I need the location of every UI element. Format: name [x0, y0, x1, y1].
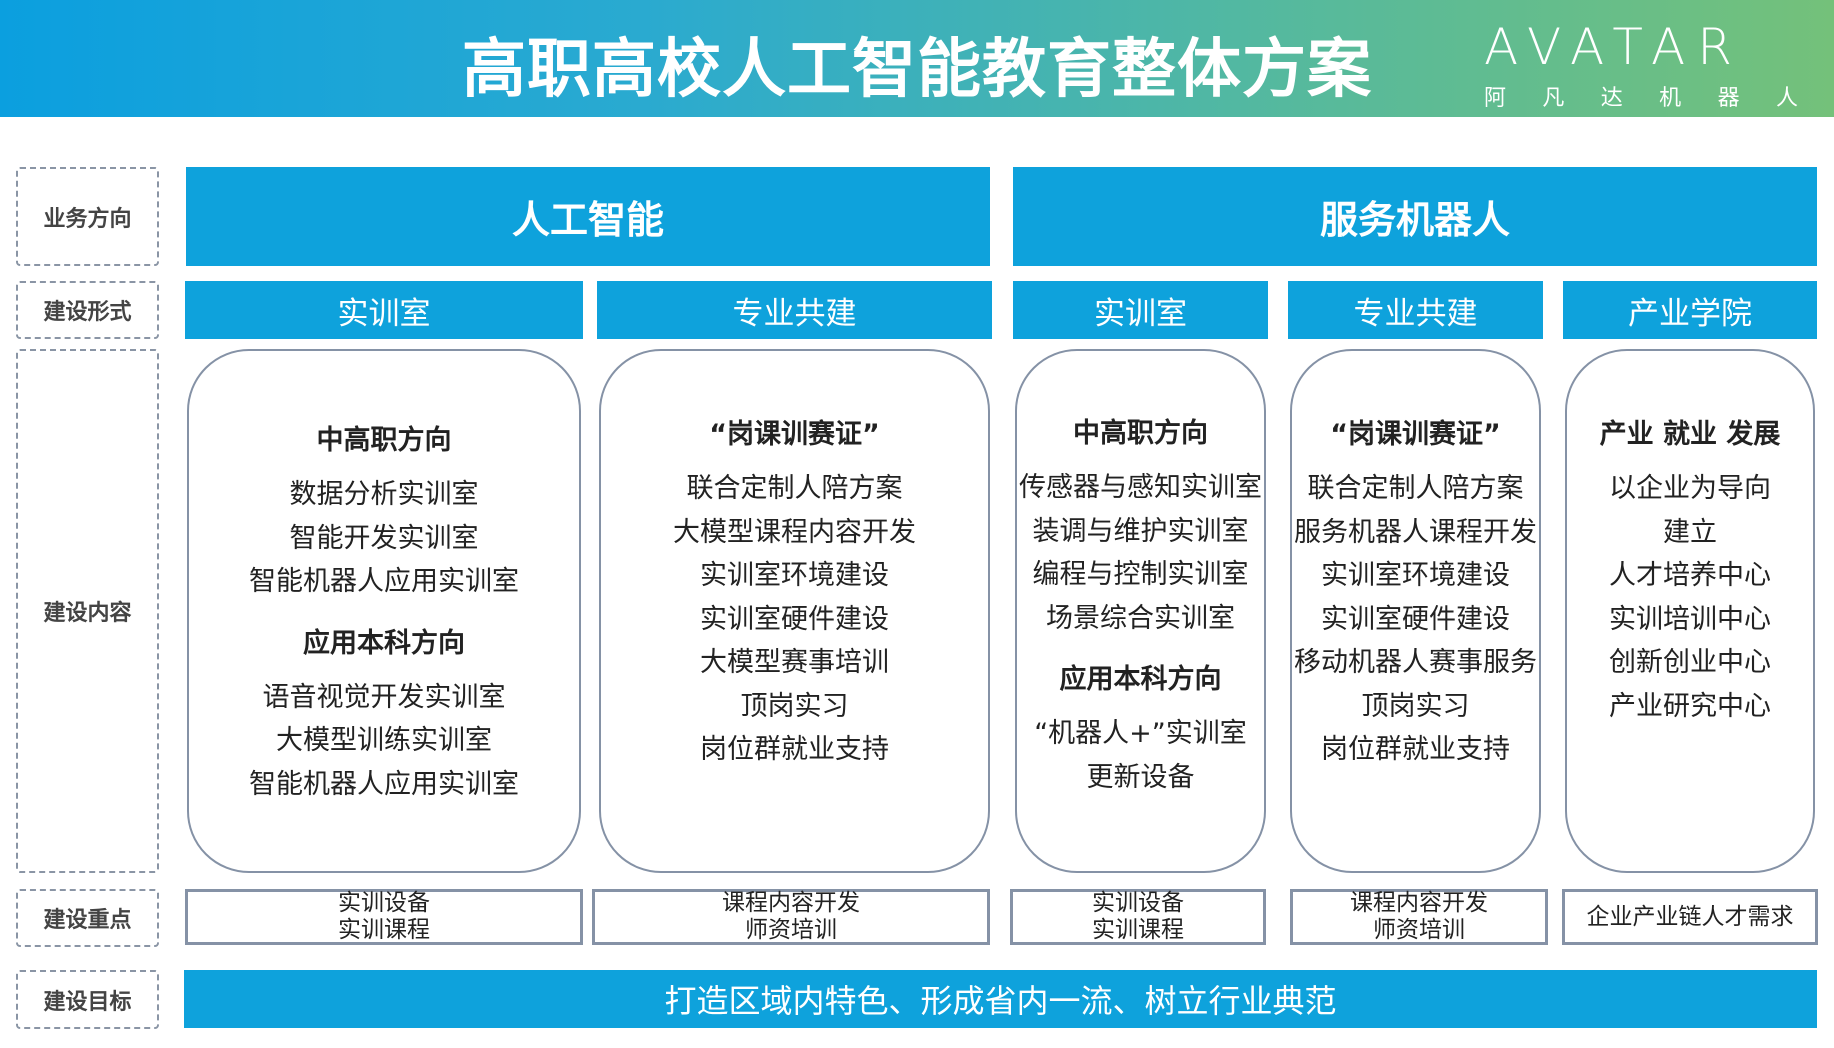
content-item: 服务机器人课程开发 [1294, 516, 1537, 548]
section-heading: 中高职方向 [316, 425, 452, 456]
content-card: 产业 就业 发展以企业为导向建立人才培养中心实训培训中心创新创业中心产业研究中心 [1565, 349, 1815, 873]
content-item: 智能开发实训室 [289, 522, 479, 554]
section-heading: 应用本科方向 [303, 627, 465, 659]
focus-item: 实训设备 [1092, 890, 1184, 916]
content-item: 场景综合实训室 [1046, 602, 1235, 634]
form-header: 产业学院 [1563, 281, 1817, 339]
row-label-direction: 业务方向 [16, 167, 159, 266]
goal-bar: 打造区域内特色、形成省内一流、树立行业典范 [184, 970, 1817, 1028]
focus-box: 课程内容开发师资培训 [592, 889, 990, 945]
focus-box: 实训设备实训课程 [1010, 889, 1266, 945]
form-header: 实训室 [1013, 281, 1268, 339]
content-item: 编程与控制实训室 [1032, 559, 1249, 590]
content-item: 实训室硬件建设 [700, 603, 889, 635]
row-label-form: 建设形式 [16, 281, 159, 339]
row-label-focus: 建设重点 [16, 889, 159, 947]
focus-item: 企业产业链人才需求 [1586, 903, 1794, 930]
content-item: 智能机器人应用实训室 [249, 566, 519, 597]
content-item: 传感器与感知实训室 [1019, 472, 1262, 503]
logo-char: 凡 [1542, 86, 1565, 111]
content-card: 中高职方向数据分析实训室智能开发实训室智能机器人应用实训室应用本科方向语音视觉开… [187, 349, 581, 873]
content-item: 实训室环境建设 [1321, 560, 1510, 591]
content-item: 实训室环境建设 [700, 560, 889, 591]
content-item: 语音视觉开发实训室 [262, 681, 506, 713]
focus-item: 实训课程 [338, 917, 430, 943]
section-heading: 中高职方向 [1073, 418, 1208, 449]
page-title: 高职高校人工智能教育整体方案 [462, 33, 1372, 107]
logo-char: 阿 [1484, 86, 1507, 111]
focus-box: 实训设备实训课程 [185, 889, 583, 945]
content-item: 大模型赛事培训 [700, 647, 889, 678]
focus-item: 课程内容开发 [1350, 890, 1488, 916]
content-item: 创新创业中心 [1609, 647, 1771, 678]
section-heading: 产业 就业 发展 [1599, 419, 1781, 450]
direction-service-robot: 服务机器人 [1013, 167, 1817, 266]
logo-char: 达 [1600, 86, 1623, 111]
content-item: 联合定制人陪方案 [686, 473, 903, 504]
direction-ai: 人工智能 [186, 167, 990, 266]
content-item: 智能机器人应用实训室 [249, 768, 519, 800]
content-item: “机器人+”实训室 [1034, 718, 1247, 749]
content-item: 顶岗实习 [1361, 690, 1470, 722]
logo-mark: AVATAR [1484, 18, 1744, 76]
content-item: 数据分析实训室 [289, 479, 479, 510]
logo-subtitle: 阿 凡 达 机 器 人 [1484, 80, 1804, 112]
header-banner: 高职高校人工智能教育整体方案 AVATAR 阿 凡 达 机 器 人 [0, 0, 1834, 117]
section-heading: “岗课训赛证” [1330, 419, 1501, 450]
content-item: 联合定制人陪方案 [1307, 473, 1524, 504]
content-item: 顶岗实习 [740, 690, 849, 722]
form-header: 专业共建 [597, 281, 992, 339]
content-card: “岗课训赛证” 联合定制人陪方案服务机器人课程开发实训室环境建设实训室硬件建设移动… [1290, 349, 1541, 873]
content-item: 岗位群就业支持 [700, 734, 889, 765]
form-header: 专业共建 [1288, 281, 1543, 339]
focus-item: 师资培训 [745, 917, 837, 943]
logo-char: 器 [1717, 86, 1740, 111]
content-item: 大模型训练实训室 [276, 725, 492, 756]
content-item: 实训室硬件建设 [1321, 603, 1510, 635]
content-card: 中高职方向传感器与感知实训室装调与维护实训室编程与控制实训室场景综合实训室应用本… [1015, 349, 1266, 873]
content-item: 实训培训中心 [1609, 603, 1771, 635]
content-card: “岗课训赛证” 联合定制人陪方案大模型课程内容开发实训室环境建设实训室硬件建设大模… [599, 349, 990, 873]
logo-char: 机 [1659, 86, 1682, 111]
content-item: 人才培养中心 [1609, 560, 1771, 591]
content-item: 建立 [1663, 516, 1717, 548]
section-heading: 应用本科方向 [1059, 664, 1222, 695]
section-heading: “岗课训赛证” [709, 419, 880, 450]
content-item: 以企业为导向 [1609, 473, 1771, 504]
focus-item: 课程内容开发 [722, 890, 860, 916]
content-item: 移动机器人赛事服务 [1294, 647, 1537, 678]
form-header: 实训室 [185, 281, 583, 339]
focus-item: 师资培训 [1373, 917, 1465, 943]
focus-box: 课程内容开发师资培训 [1290, 889, 1548, 945]
row-label-content: 建设内容 [16, 349, 159, 873]
focus-item: 实训课程 [1092, 917, 1184, 943]
content-item: 岗位群就业支持 [1321, 734, 1510, 765]
content-item: 大模型课程内容开发 [673, 516, 916, 548]
logo-char: 人 [1775, 86, 1798, 111]
avatar-logo: AVATAR 阿 凡 达 机 器 人 [1484, 22, 1804, 112]
focus-item: 实训设备 [338, 890, 430, 916]
content-item: 更新设备 [1086, 761, 1195, 793]
focus-box: 企业产业链人才需求 [1562, 889, 1818, 945]
content-item: 装调与维护实训室 [1032, 515, 1249, 547]
content-item: 产业研究中心 [1609, 690, 1771, 722]
row-label-goal: 建设目标 [16, 970, 159, 1029]
